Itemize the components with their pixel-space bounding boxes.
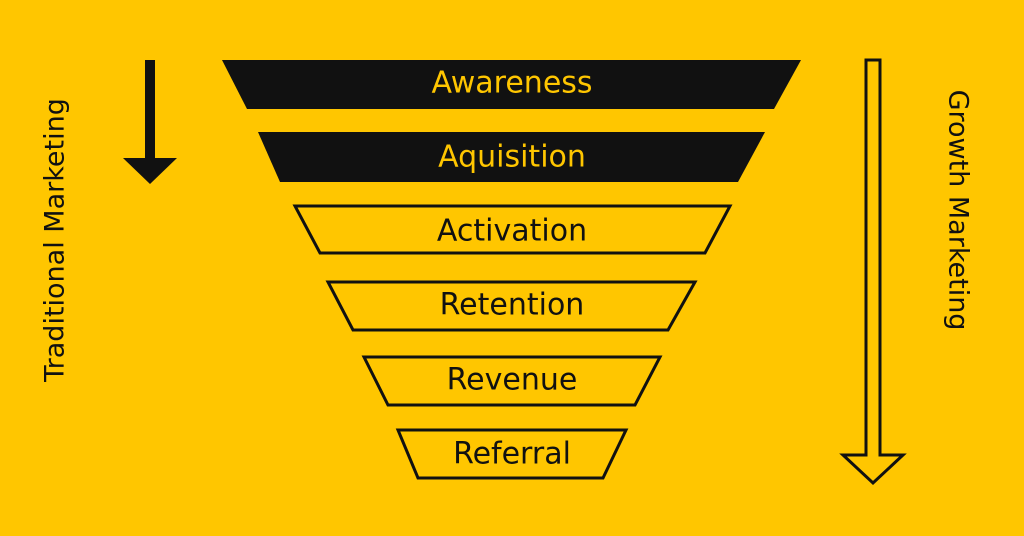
- stage-label: Revenue: [447, 363, 578, 398]
- funnel-band: [258, 132, 765, 182]
- traditional-arrow-icon: [123, 60, 177, 184]
- funnel-stage-activation: Activation: [292, 204, 733, 255]
- funnel-stage-awareness: Awareness: [222, 60, 801, 109]
- growth-arrow-icon: [839, 58, 907, 486]
- funnel-stage-retention: Retention: [325, 280, 698, 332]
- stage-label: Referral: [453, 437, 571, 472]
- funnel-band: [325, 280, 698, 332]
- funnel-band: [361, 355, 663, 407]
- funnel-stage-referral: Referral: [395, 428, 629, 480]
- stage-label: Activation: [437, 214, 587, 249]
- left-label: Traditional Marketing: [40, 98, 71, 383]
- stage-label: Aquisition: [438, 140, 586, 175]
- funnel-band: [292, 204, 733, 255]
- funnel-band: [395, 428, 629, 480]
- funnel-stage-revenue: Revenue: [361, 355, 663, 407]
- stage-label: Retention: [440, 288, 585, 323]
- right-label: Growth Marketing: [943, 90, 974, 331]
- funnel-band: [222, 60, 801, 109]
- stage-label: Awareness: [431, 66, 592, 101]
- funnel-stage-aquisition: Aquisition: [258, 132, 765, 182]
